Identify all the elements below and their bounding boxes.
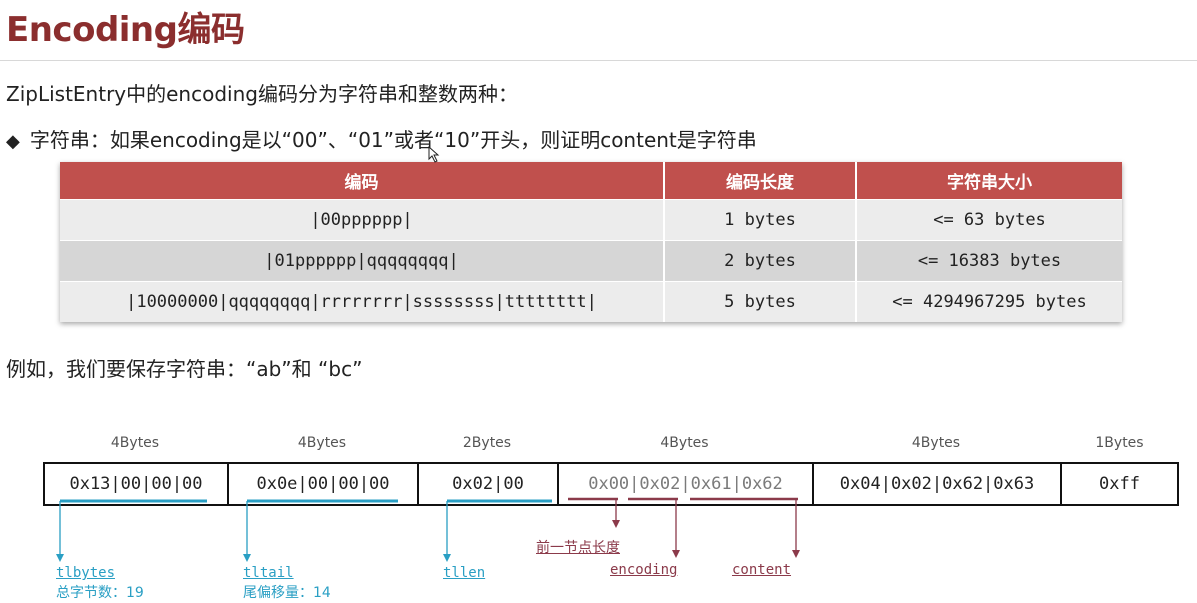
annotation-zltail-desc: 尾偏移量：14 bbox=[243, 585, 331, 601]
arrow-down-icon bbox=[443, 554, 451, 562]
entry-separator: | bbox=[680, 474, 691, 494]
arrow-down-icon bbox=[243, 554, 251, 562]
segment-entry-bc: 0x04|0x02|0x62|0x63 bbox=[814, 464, 1062, 504]
diamond-bullet-icon: ◆ bbox=[6, 131, 20, 152]
table-header: 字符串大小 bbox=[856, 162, 1122, 200]
entry-prevlen: 0x00 bbox=[588, 474, 630, 494]
entry-separator: | bbox=[629, 474, 640, 494]
annotation-zltail: tltail bbox=[243, 565, 294, 581]
segment-size-label: 1Bytes bbox=[1095, 435, 1144, 451]
segment-entry-ab: 0x00|0x02|0x61|0x62 bbox=[559, 464, 814, 504]
arrow-down-icon bbox=[56, 554, 64, 562]
arrow-down-icon bbox=[792, 550, 800, 558]
table-header: 编码 bbox=[60, 162, 665, 200]
segment-zlbytes: 0x13|00|00|00 bbox=[45, 464, 229, 504]
table-cell: |00pppppp| bbox=[60, 199, 665, 241]
table-cell: <= 4294967295 bytes bbox=[856, 281, 1122, 322]
table-cell: 1 bytes bbox=[664, 199, 857, 241]
bullet-string-rule: ◆ 字符串：如果encoding是以“00”、“01”或者“10”开头，则证明co… bbox=[6, 124, 757, 153]
arrow-down-icon bbox=[612, 520, 620, 528]
segment-zltail: 0x0e|00|00|00 bbox=[229, 464, 419, 504]
segment-size-label: 4Bytes bbox=[660, 435, 709, 451]
ziplist-segments: 0x13|00|00|00 0x0e|00|00|00 0x02|00 0x00… bbox=[43, 462, 1179, 506]
example-text: 例如，我们要保存字符串：“ab”和 “bc” bbox=[6, 357, 363, 381]
table-header: 编码长度 bbox=[664, 162, 857, 200]
entry-separator: | bbox=[731, 474, 742, 494]
table-row: |01pppppp|qqqqqqqq| 2 bytes <= 16383 byt… bbox=[60, 240, 1122, 282]
segment-zllen: 0x02|00 bbox=[419, 464, 559, 504]
entry-encoding: 0x02 bbox=[639, 474, 681, 494]
segment-size-label: 4Bytes bbox=[911, 435, 961, 451]
encoding-table: 编码 编码长度 字符串大小 |00pppppp| 1 bytes <= 63 b… bbox=[60, 162, 1122, 322]
annotation-prevlen: 前一节点长度 bbox=[536, 540, 620, 556]
table-cell: 2 bytes bbox=[664, 240, 857, 282]
bullet-text: 字符串：如果encoding是以“00”、“01”或者“10”开头，则证明con… bbox=[29, 128, 757, 152]
table-header-row: 编码 编码长度 字符串大小 bbox=[60, 162, 1122, 200]
annotation-content: content bbox=[732, 562, 792, 578]
segment-size-label: 4Bytes bbox=[297, 435, 347, 451]
entry-content-a: 0x61 bbox=[690, 474, 732, 494]
title-divider bbox=[0, 60, 1197, 61]
entry-content-b: 0x62 bbox=[741, 474, 783, 494]
table-cell: 5 bytes bbox=[664, 281, 857, 322]
table-cell: <= 16383 bytes bbox=[856, 240, 1122, 282]
annotation-zlbytes: tlbytes bbox=[56, 565, 116, 581]
intro-text: ZipListEntry中的encoding编码分为字符串和整数两种： bbox=[6, 82, 518, 106]
annotation-encoding: encoding bbox=[610, 562, 678, 578]
segment-zlend: 0xff bbox=[1099, 474, 1140, 494]
table-cell: |01pppppp|qqqqqqqq| bbox=[60, 240, 665, 282]
table-cell: |10000000|qqqqqqqq|rrrrrrrr|ssssssss|ttt… bbox=[60, 281, 665, 322]
arrow-down-icon bbox=[672, 550, 680, 558]
table-row: |00pppppp| 1 bytes <= 63 bytes bbox=[60, 199, 1122, 241]
table-cell: <= 63 bytes bbox=[856, 199, 1122, 241]
page-title: Encoding编码 bbox=[6, 10, 245, 50]
mouse-cursor-icon bbox=[428, 146, 440, 163]
table-row: |10000000|qqqqqqqq|rrrrrrrr|ssssssss|ttt… bbox=[60, 281, 1122, 322]
annotation-zllen: tllen bbox=[443, 565, 486, 581]
segment-size-label: 2Bytes bbox=[462, 435, 512, 451]
segment-size-label: 4Bytes bbox=[110, 435, 160, 451]
annotation-zlbytes-desc: 总字节数：19 bbox=[56, 585, 144, 601]
